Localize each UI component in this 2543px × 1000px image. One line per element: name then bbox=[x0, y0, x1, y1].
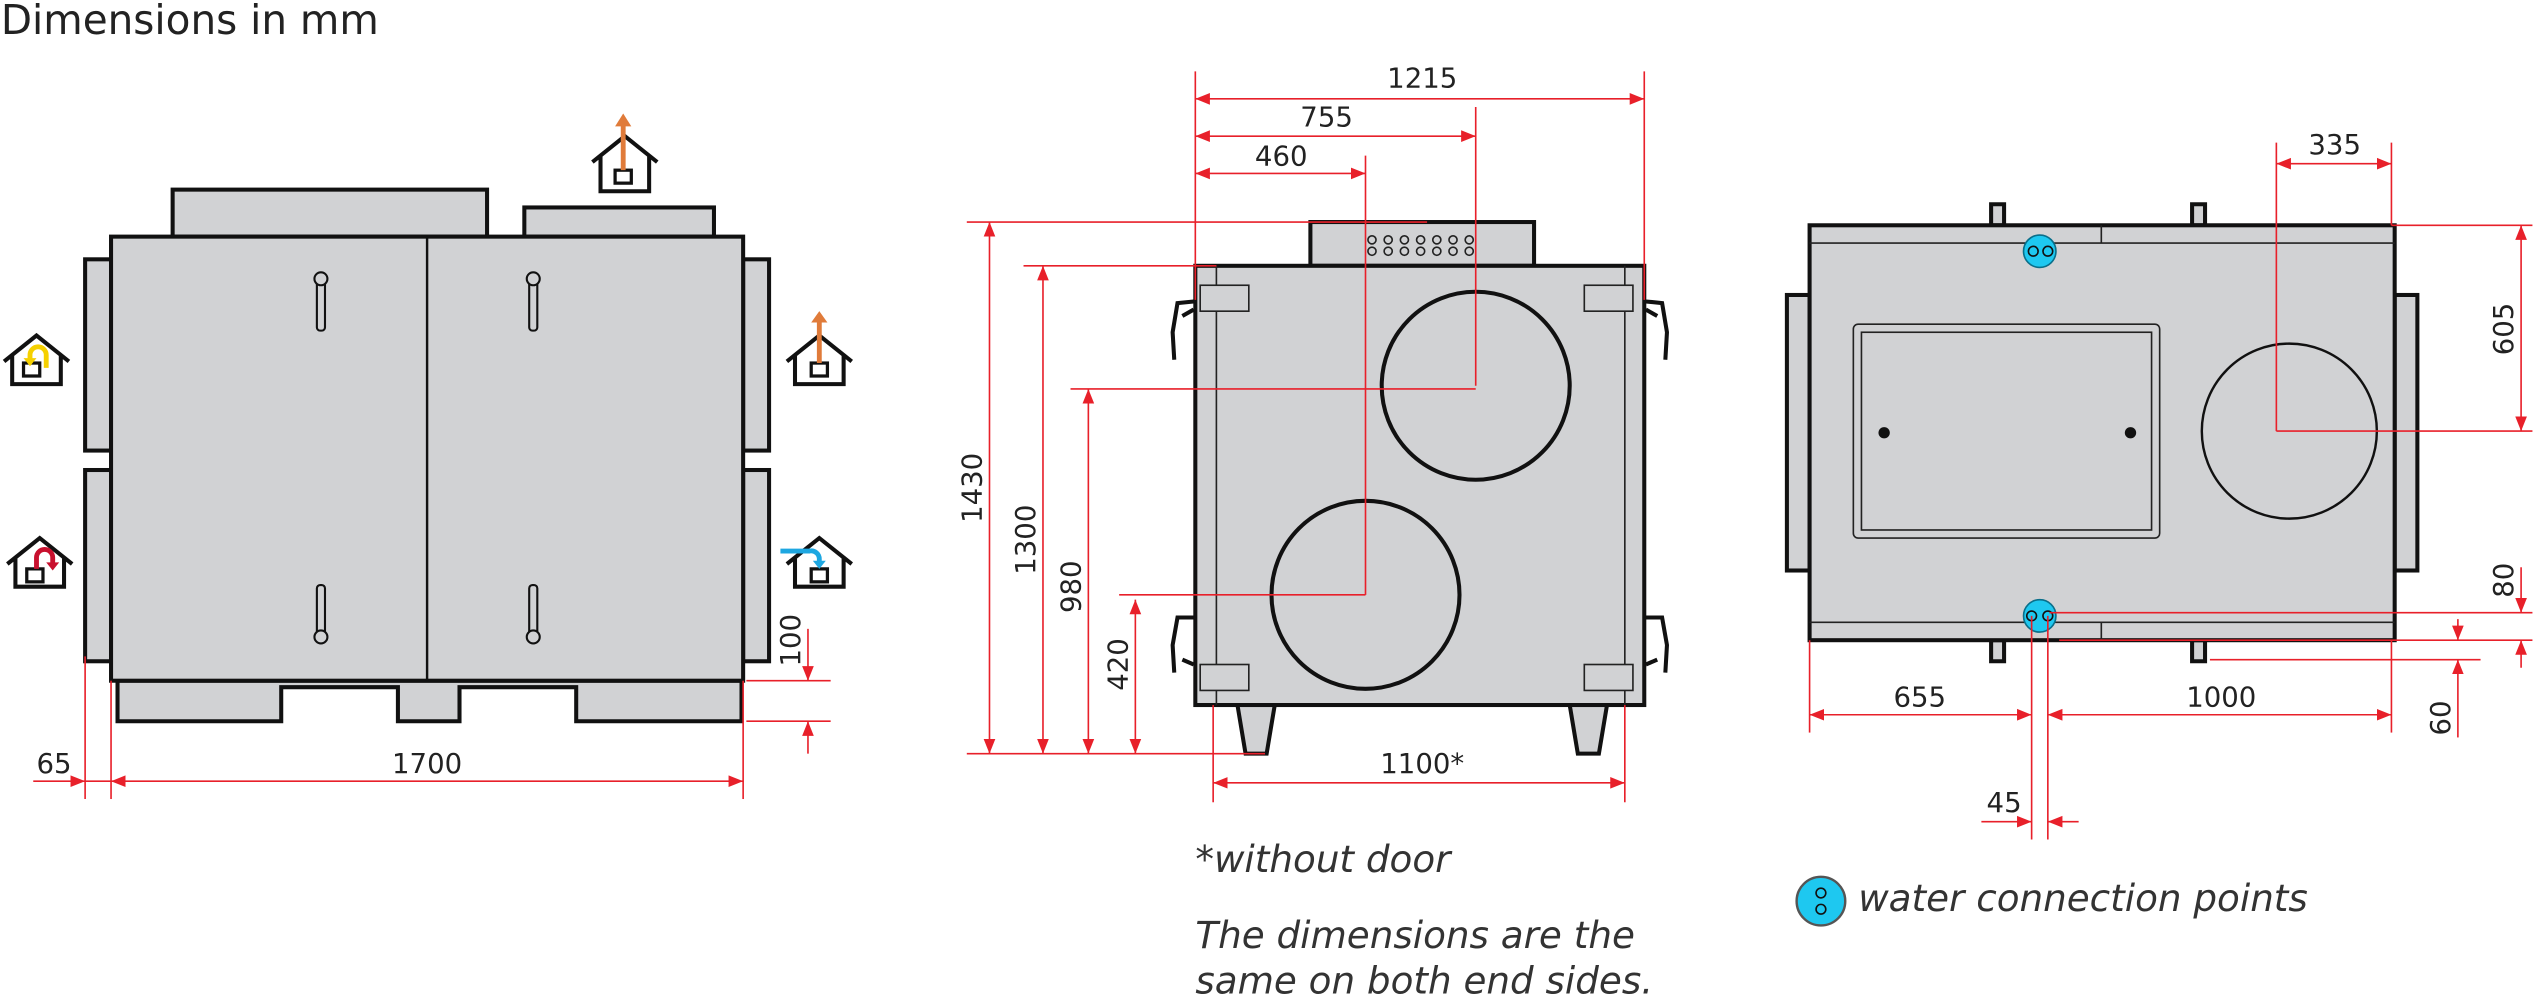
dim-lower-duct-420: 420 bbox=[1102, 638, 1134, 691]
end-view: 1215 755 460 1430 1300 980 420 1100* *wi… bbox=[956, 63, 1669, 1000]
water-connection-icon bbox=[2022, 598, 2057, 633]
house-supply-icon bbox=[785, 311, 853, 387]
house-exhaust-top-icon bbox=[591, 113, 659, 194]
dim-width-1215: 1215 bbox=[1387, 63, 1457, 95]
dim-duct-605: 605 bbox=[2488, 303, 2520, 356]
dim-water-60: 60 bbox=[2425, 700, 2457, 735]
dim-upper-duct-755: 755 bbox=[1300, 101, 1353, 133]
dim-water-80: 80 bbox=[2488, 563, 2520, 598]
note-end-sides-1: The dimensions are the bbox=[1195, 913, 1635, 957]
legend-water-connection: water connection points bbox=[1858, 876, 2308, 920]
dim-offset-65: 65 bbox=[36, 748, 71, 780]
screw-icon bbox=[2124, 427, 2137, 439]
house-extract-icon bbox=[2, 332, 71, 387]
dim-water-1000: 1000 bbox=[2186, 682, 2256, 714]
house-return-icon bbox=[6, 535, 74, 589]
dim-duct-335: 335 bbox=[2308, 129, 2361, 161]
dim-lower-duct-460: 460 bbox=[1255, 140, 1308, 172]
side-view: 65 1700 100 bbox=[2, 113, 853, 800]
dim-height-1430: 1430 bbox=[956, 453, 988, 523]
dim-water-655: 655 bbox=[1894, 682, 1947, 714]
dim-base-100: 100 bbox=[775, 614, 807, 667]
note-end-sides-2: same on both end sides. bbox=[1195, 959, 1653, 1000]
top-view: 335 605 80 60 655 1000 45 water connecti… bbox=[1784, 129, 2533, 927]
water-connection-icon bbox=[2022, 234, 2057, 269]
dim-length-1700: 1700 bbox=[392, 748, 462, 780]
house-outdoor-icon bbox=[780, 535, 853, 589]
page-title: Dimensions in mm bbox=[1, 0, 379, 44]
hinge-bracket-icon bbox=[1199, 284, 1634, 692]
water-connection-legend-icon bbox=[1795, 875, 1847, 927]
dim-height-1300: 1300 bbox=[1010, 505, 1042, 575]
note-without-door: *without door bbox=[1195, 837, 1453, 881]
dim-width-1100: 1100* bbox=[1380, 748, 1464, 780]
screw-icon bbox=[1878, 427, 1890, 439]
door-handle-icon bbox=[313, 271, 541, 645]
dim-water-45: 45 bbox=[1987, 787, 2022, 819]
handle-icon bbox=[1170, 299, 1669, 673]
dim-upper-duct-980: 980 bbox=[1055, 560, 1087, 613]
